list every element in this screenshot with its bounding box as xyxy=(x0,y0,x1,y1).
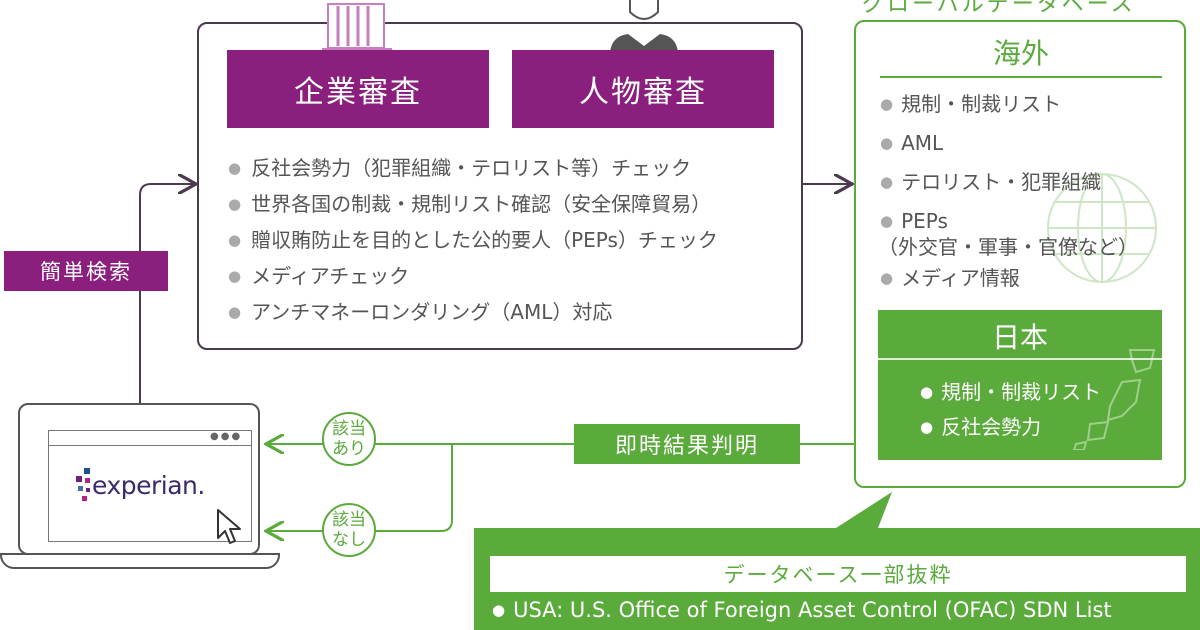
search-connector xyxy=(139,184,194,403)
excerpt-item: USA: U.S. Office of Foreign Asset Contro… xyxy=(492,598,1112,622)
excerpt-callout xyxy=(836,492,892,528)
match-found-badge: 該当 あり xyxy=(322,412,376,466)
screening-list: 反社会勢力（犯罪組織・テロリスト等）チェック 世界各国の制裁・規制リスト確認（安… xyxy=(228,150,718,330)
peps-note: （外交官・軍事・官僚など） xyxy=(878,235,1138,259)
laptop-base xyxy=(0,553,280,569)
list-item: メディア情報 xyxy=(880,260,1138,299)
no-match-badge: 該当 なし xyxy=(322,503,376,557)
list-item: 規制・制裁リスト xyxy=(880,86,1138,125)
list-item: 反社会勢力 xyxy=(920,411,1101,446)
overseas-title: 海外 xyxy=(992,37,1049,70)
list-item: アンチマネーロンダリング（AML）対応 xyxy=(228,294,718,330)
overseas-list: 規制・制裁リスト AML テロリスト・犯罪組織 PEPs（外交官・軍事・官僚など… xyxy=(878,86,1138,299)
experian-brand: experian. xyxy=(92,471,205,500)
list-item: メディアチェック xyxy=(228,258,718,294)
excerpt-title: データベース一部抜粋 xyxy=(490,556,1186,592)
list-item: テロリスト・犯罪組織 xyxy=(880,164,1138,203)
experian-logo-icon xyxy=(76,468,90,501)
browser-bar xyxy=(48,430,252,446)
japan-title: 日本 xyxy=(991,321,1048,354)
list-item: 規制・制裁リスト xyxy=(920,376,1101,411)
tab-company-screening: 企業審査 xyxy=(227,50,489,128)
divider xyxy=(880,76,1162,78)
list-item: AML xyxy=(880,125,1138,164)
divider xyxy=(878,358,1162,360)
list-item: 世界各国の制裁・規制リスト確認（安全保障貿易） xyxy=(228,186,718,222)
search-label: 簡単検索 xyxy=(4,251,168,291)
list-item: 贈収賄防止を目的とした公的要人（PEPs）チェック xyxy=(228,222,718,258)
result-label: 即時結果判明 xyxy=(574,424,800,464)
person-icon xyxy=(610,0,678,52)
japan-list: 規制・制裁リスト 反社会勢力 xyxy=(920,376,1101,446)
building-icon xyxy=(322,3,392,50)
list-item: PEPs（外交官・軍事・官僚など） xyxy=(878,203,1138,260)
database-title: グローバルデータベース xyxy=(862,0,1136,17)
window-dots-icon: ●●● xyxy=(210,431,243,442)
list-item: 反社会勢力（犯罪組織・テロリスト等）チェック xyxy=(228,150,718,186)
cursor-icon xyxy=(217,509,241,544)
tab-person-screening: 人物審査 xyxy=(512,50,774,128)
